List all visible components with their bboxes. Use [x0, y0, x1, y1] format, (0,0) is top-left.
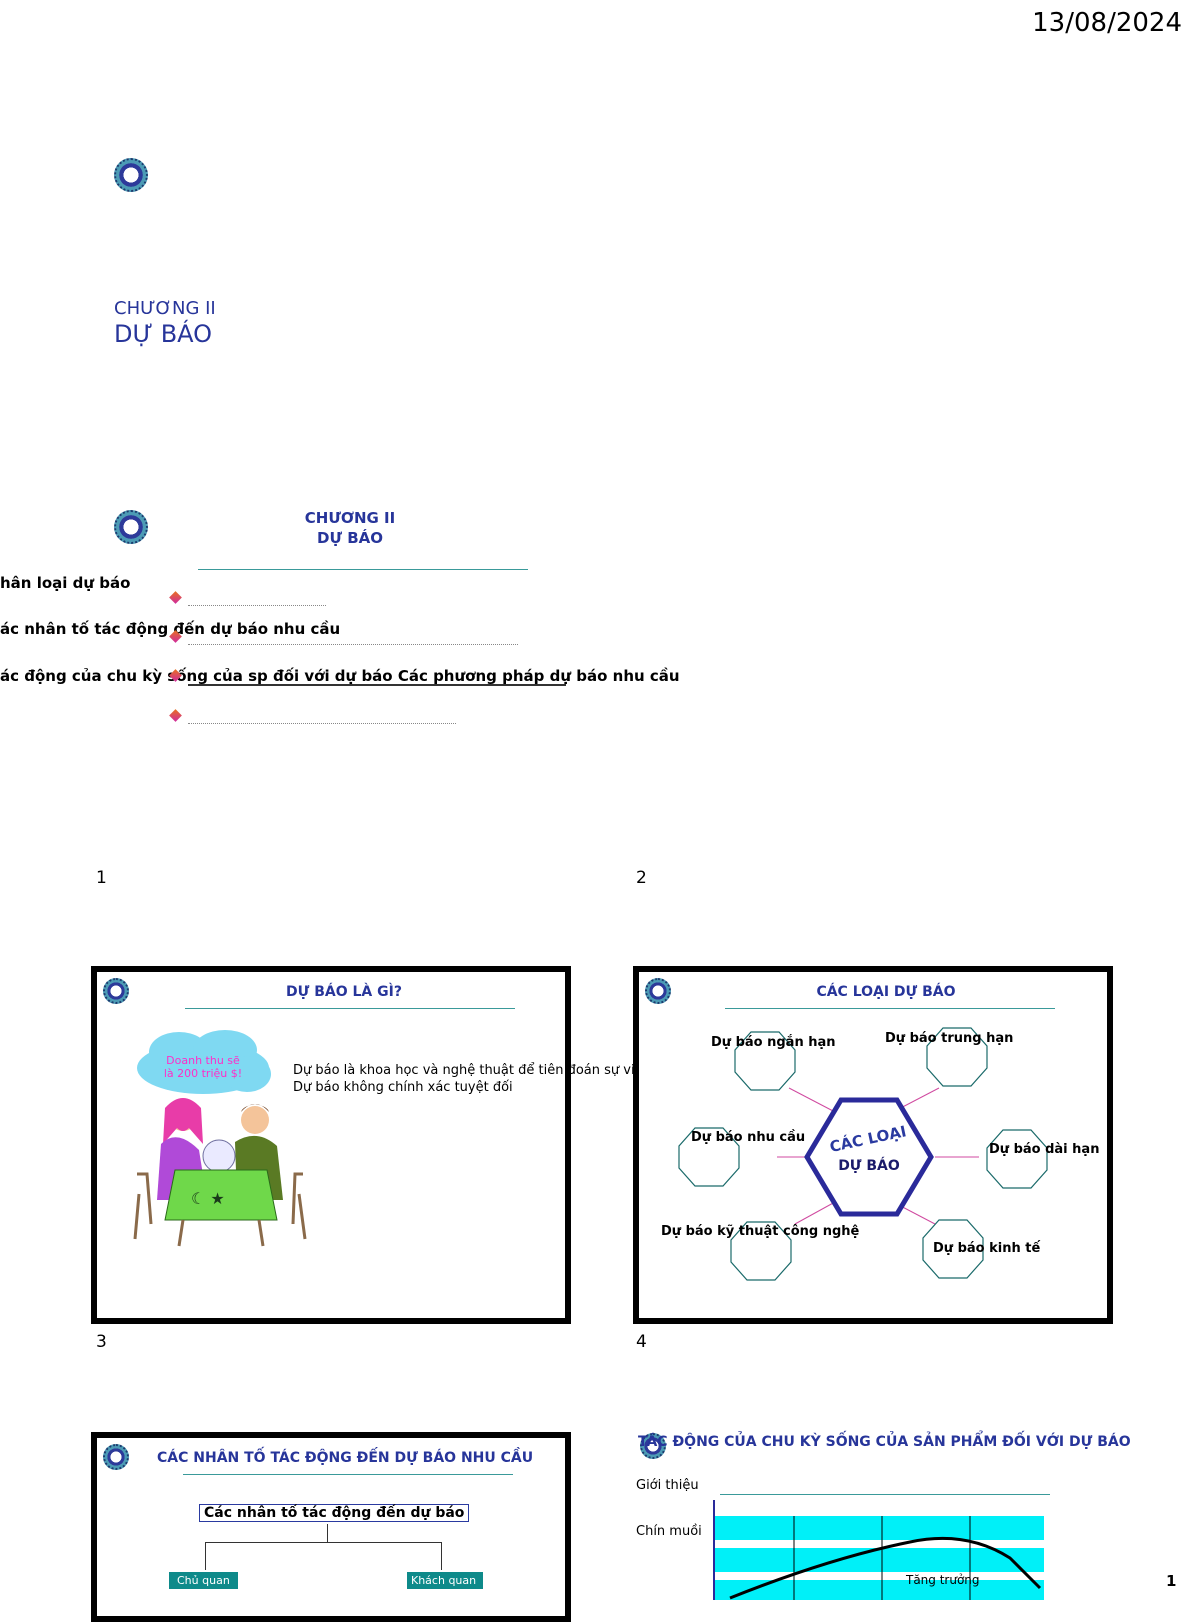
slide2-title: DỰ BÁO [317, 529, 383, 547]
slide4-frame: CÁC LOẠI DỰ BÁO CÁC LOẠI DỰ BÁO Dự báo n… [633, 966, 1113, 1324]
factors-root-box: Các nhân tố tác động đến dự báo [199, 1504, 470, 1522]
toc-item-lifecycle-methods: ác động của chu kỳ sống của sp đối với d… [0, 667, 680, 685]
fortune-teller-illustration: Doanh thu sẽ là 200 triệu $! ☾ ★ [133, 1030, 307, 1247]
title-underline [720, 1494, 1050, 1495]
slide3-title: DỰ BÁO LÀ GÌ? [286, 984, 402, 1000]
type-octagons [678, 1027, 1048, 1281]
toc-item-factors: ác nhân tố tác động đến dự báo nhu cầu [0, 620, 341, 638]
university-seal-logo [114, 510, 148, 544]
center-line-2: DỰ BÁO [838, 1157, 900, 1174]
type-medium-term: Dự báo trung hạn [885, 1031, 1013, 1046]
type-technology: Dự báo kỹ thuật công nghệ [661, 1224, 860, 1239]
slide2-heading: CHƯƠNG II DỰ BÁO [290, 508, 410, 548]
university-seal-logo [645, 978, 671, 1004]
title-underline [198, 569, 528, 570]
slide-number: 2 [636, 868, 647, 888]
type-demand: Dự báo nhu cầu [691, 1130, 805, 1145]
stage-introduction: Giới thiệu [636, 1478, 699, 1493]
print-date: 13/08/2024 [1032, 8, 1182, 38]
forecast-types-diagram: CÁC LOẠI DỰ BÁO Dự báo ngắn hạn Dự báo t… [661, 1027, 1099, 1281]
dotted-leader [188, 644, 518, 645]
stage-maturity: Chín muồi [636, 1524, 702, 1539]
slide4-title: CÁC LOẠI DỰ BÁO [816, 984, 956, 1000]
title-underline [725, 1008, 1055, 1009]
slide-number: 1 [96, 868, 107, 888]
tree-connector [205, 1542, 441, 1543]
thought-bubble: Doanh thu sẽ là 200 triệu $! [137, 1030, 271, 1094]
factor-subjective: Chủ quan [169, 1572, 238, 1589]
university-seal-logo [103, 978, 129, 1004]
university-seal-logo [640, 1433, 666, 1459]
slide6-title: TÁC ĐỘNG CỦA CHU KỲ SỐNG CỦA SẢN PHẨM ĐỐ… [638, 1434, 1131, 1450]
slide-number: 3 [96, 1332, 107, 1352]
slide5-title: CÁC NHÂN TỐ TÁC ĐỘNG ĐẾN DỰ BÁO NHU CẦU [157, 1450, 534, 1466]
diamond-bullet-icon [169, 591, 182, 604]
underline [188, 684, 566, 686]
slide2-chapter: CHƯƠNG II [304, 509, 396, 527]
center-hexagon [804, 1097, 934, 1217]
university-seal-logo [114, 158, 148, 192]
type-short-term: Dự báo ngắn hạn [711, 1035, 836, 1050]
bubble-line-1: Doanh thu sẽ [166, 1054, 240, 1067]
university-seal-logo [103, 1444, 129, 1470]
slide1-chapter: CHƯƠNG II [114, 298, 216, 319]
dotted-leader [188, 605, 326, 606]
title-underline [185, 1008, 515, 1009]
tree-connector [441, 1542, 442, 1570]
toc-item-classification: hân loại dự báo [0, 574, 131, 592]
lifecycle-chart: Tăng trưởng [713, 1500, 1044, 1600]
lifecycle-curve [729, 1536, 1042, 1600]
type-economic: Dự báo kinh tế [933, 1241, 1040, 1256]
factor-objective: Khách quan [407, 1572, 483, 1589]
slide5-frame: CÁC NHÂN TỐ TÁC ĐỘNG ĐẾN DỰ BÁO NHU CẦU … [91, 1432, 571, 1622]
type-long-term: Dự báo dài hạn [989, 1142, 1099, 1157]
title-underline [183, 1474, 513, 1475]
dotted-leader [188, 723, 456, 724]
slide-number: 4 [636, 1332, 647, 1352]
svg-text:☾ ★: ☾ ★ [191, 1189, 225, 1208]
bubble-line-2: là 200 triệu $! [164, 1067, 242, 1080]
tree-connector [205, 1542, 206, 1570]
stage-growth: Tăng trưởng [905, 1573, 980, 1587]
definition-line-2: Dự báo không chính xác tuyệt đối [293, 1080, 513, 1095]
slide3-frame: DỰ BÁO LÀ GÌ? Doanh thu sẽ là 200 triệu … [91, 966, 814, 1324]
tree-connector [327, 1524, 328, 1542]
diamond-bullet-icon [169, 709, 182, 722]
slide1-title: DỰ BÁO [114, 320, 213, 348]
page-number: 1 [1166, 1572, 1177, 1590]
